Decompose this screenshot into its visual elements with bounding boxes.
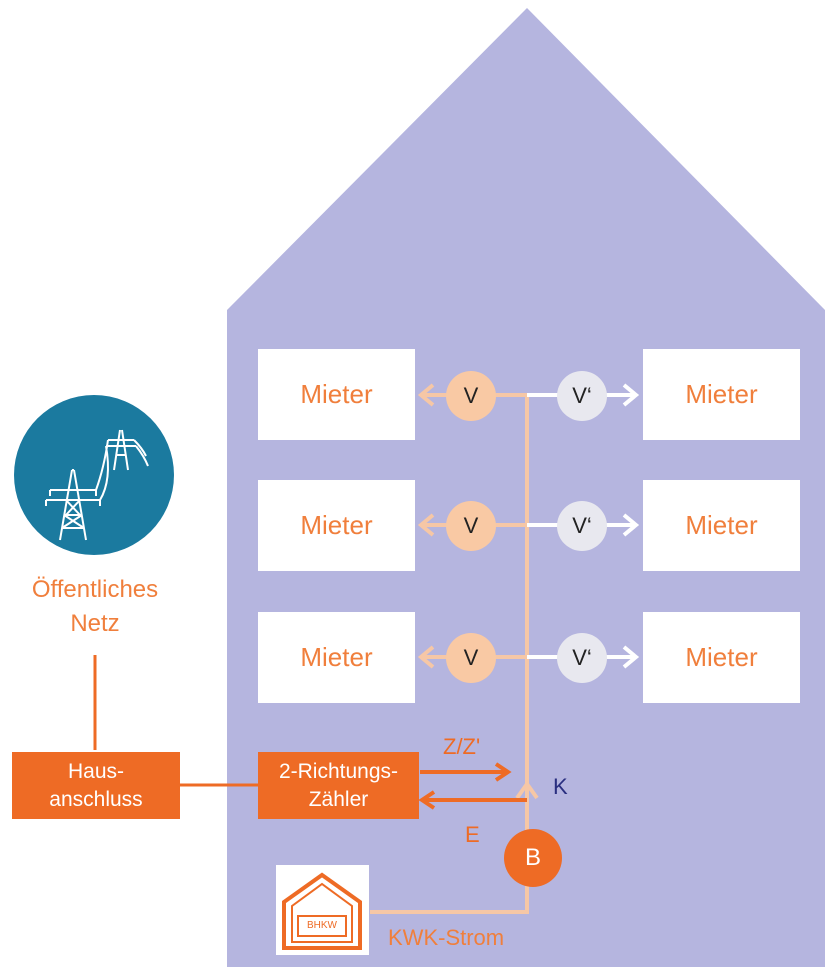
row3-left-arrowhead <box>417 645 435 669</box>
tenant-right-3: Mieter <box>643 612 800 703</box>
kwk-label: KWK-Strom <box>388 925 505 950</box>
hausanschluss-line2: anschluss <box>49 787 143 811</box>
meter-v-3: V <box>446 633 496 683</box>
network-label-line1: Öffentliches <box>31 576 159 603</box>
tenant-left-2: Mieter <box>258 480 415 571</box>
meter-v-1: V <box>446 371 496 421</box>
battery-circle: B <box>504 829 562 887</box>
network-label-line2: Netz <box>70 610 120 637</box>
zaehler-box: 2-Richtungs- Zähler <box>258 752 419 819</box>
row1-left-arrowhead <box>417 383 435 407</box>
meter-v-prime-3: V‘ <box>557 633 607 683</box>
meter-v-2: V <box>446 501 496 551</box>
e-arrowhead <box>418 790 436 810</box>
row1-right-arrowhead <box>622 383 640 407</box>
hausanschluss-box: Haus- anschluss <box>12 752 180 819</box>
tenant-left-3: Mieter <box>258 612 415 703</box>
bhkw-house-icon <box>282 872 362 950</box>
k-label: K <box>553 774 568 799</box>
meter-v-prime-2: V‘ <box>557 501 607 551</box>
network-label: Öffentliches Netz <box>10 573 180 641</box>
meter-v-prime-1: V‘ <box>557 371 607 421</box>
tenant-right-2: Mieter <box>643 480 800 571</box>
zaehler-line1: 2-Richtungs- <box>278 759 399 783</box>
tenant-left-1: Mieter <box>258 349 415 440</box>
row2-left-arrowhead <box>417 513 435 537</box>
zz-arrowhead <box>494 762 512 782</box>
e-label: E <box>465 822 480 847</box>
zz-label: Z/Z' <box>443 734 481 759</box>
tenant-right-1: Mieter <box>643 349 800 440</box>
bhkw-connection-line <box>370 875 529 914</box>
power-pylon-icon <box>45 429 149 541</box>
bhkw-text: BHKW <box>307 920 337 931</box>
row3-right-arrowhead <box>622 645 640 669</box>
network-circle <box>14 395 174 555</box>
hausanschluss-line1: Haus- <box>67 759 125 783</box>
arrow-up-k <box>515 780 539 800</box>
zaehler-line2: Zähler <box>308 787 369 811</box>
row2-right-arrowhead <box>622 513 640 537</box>
